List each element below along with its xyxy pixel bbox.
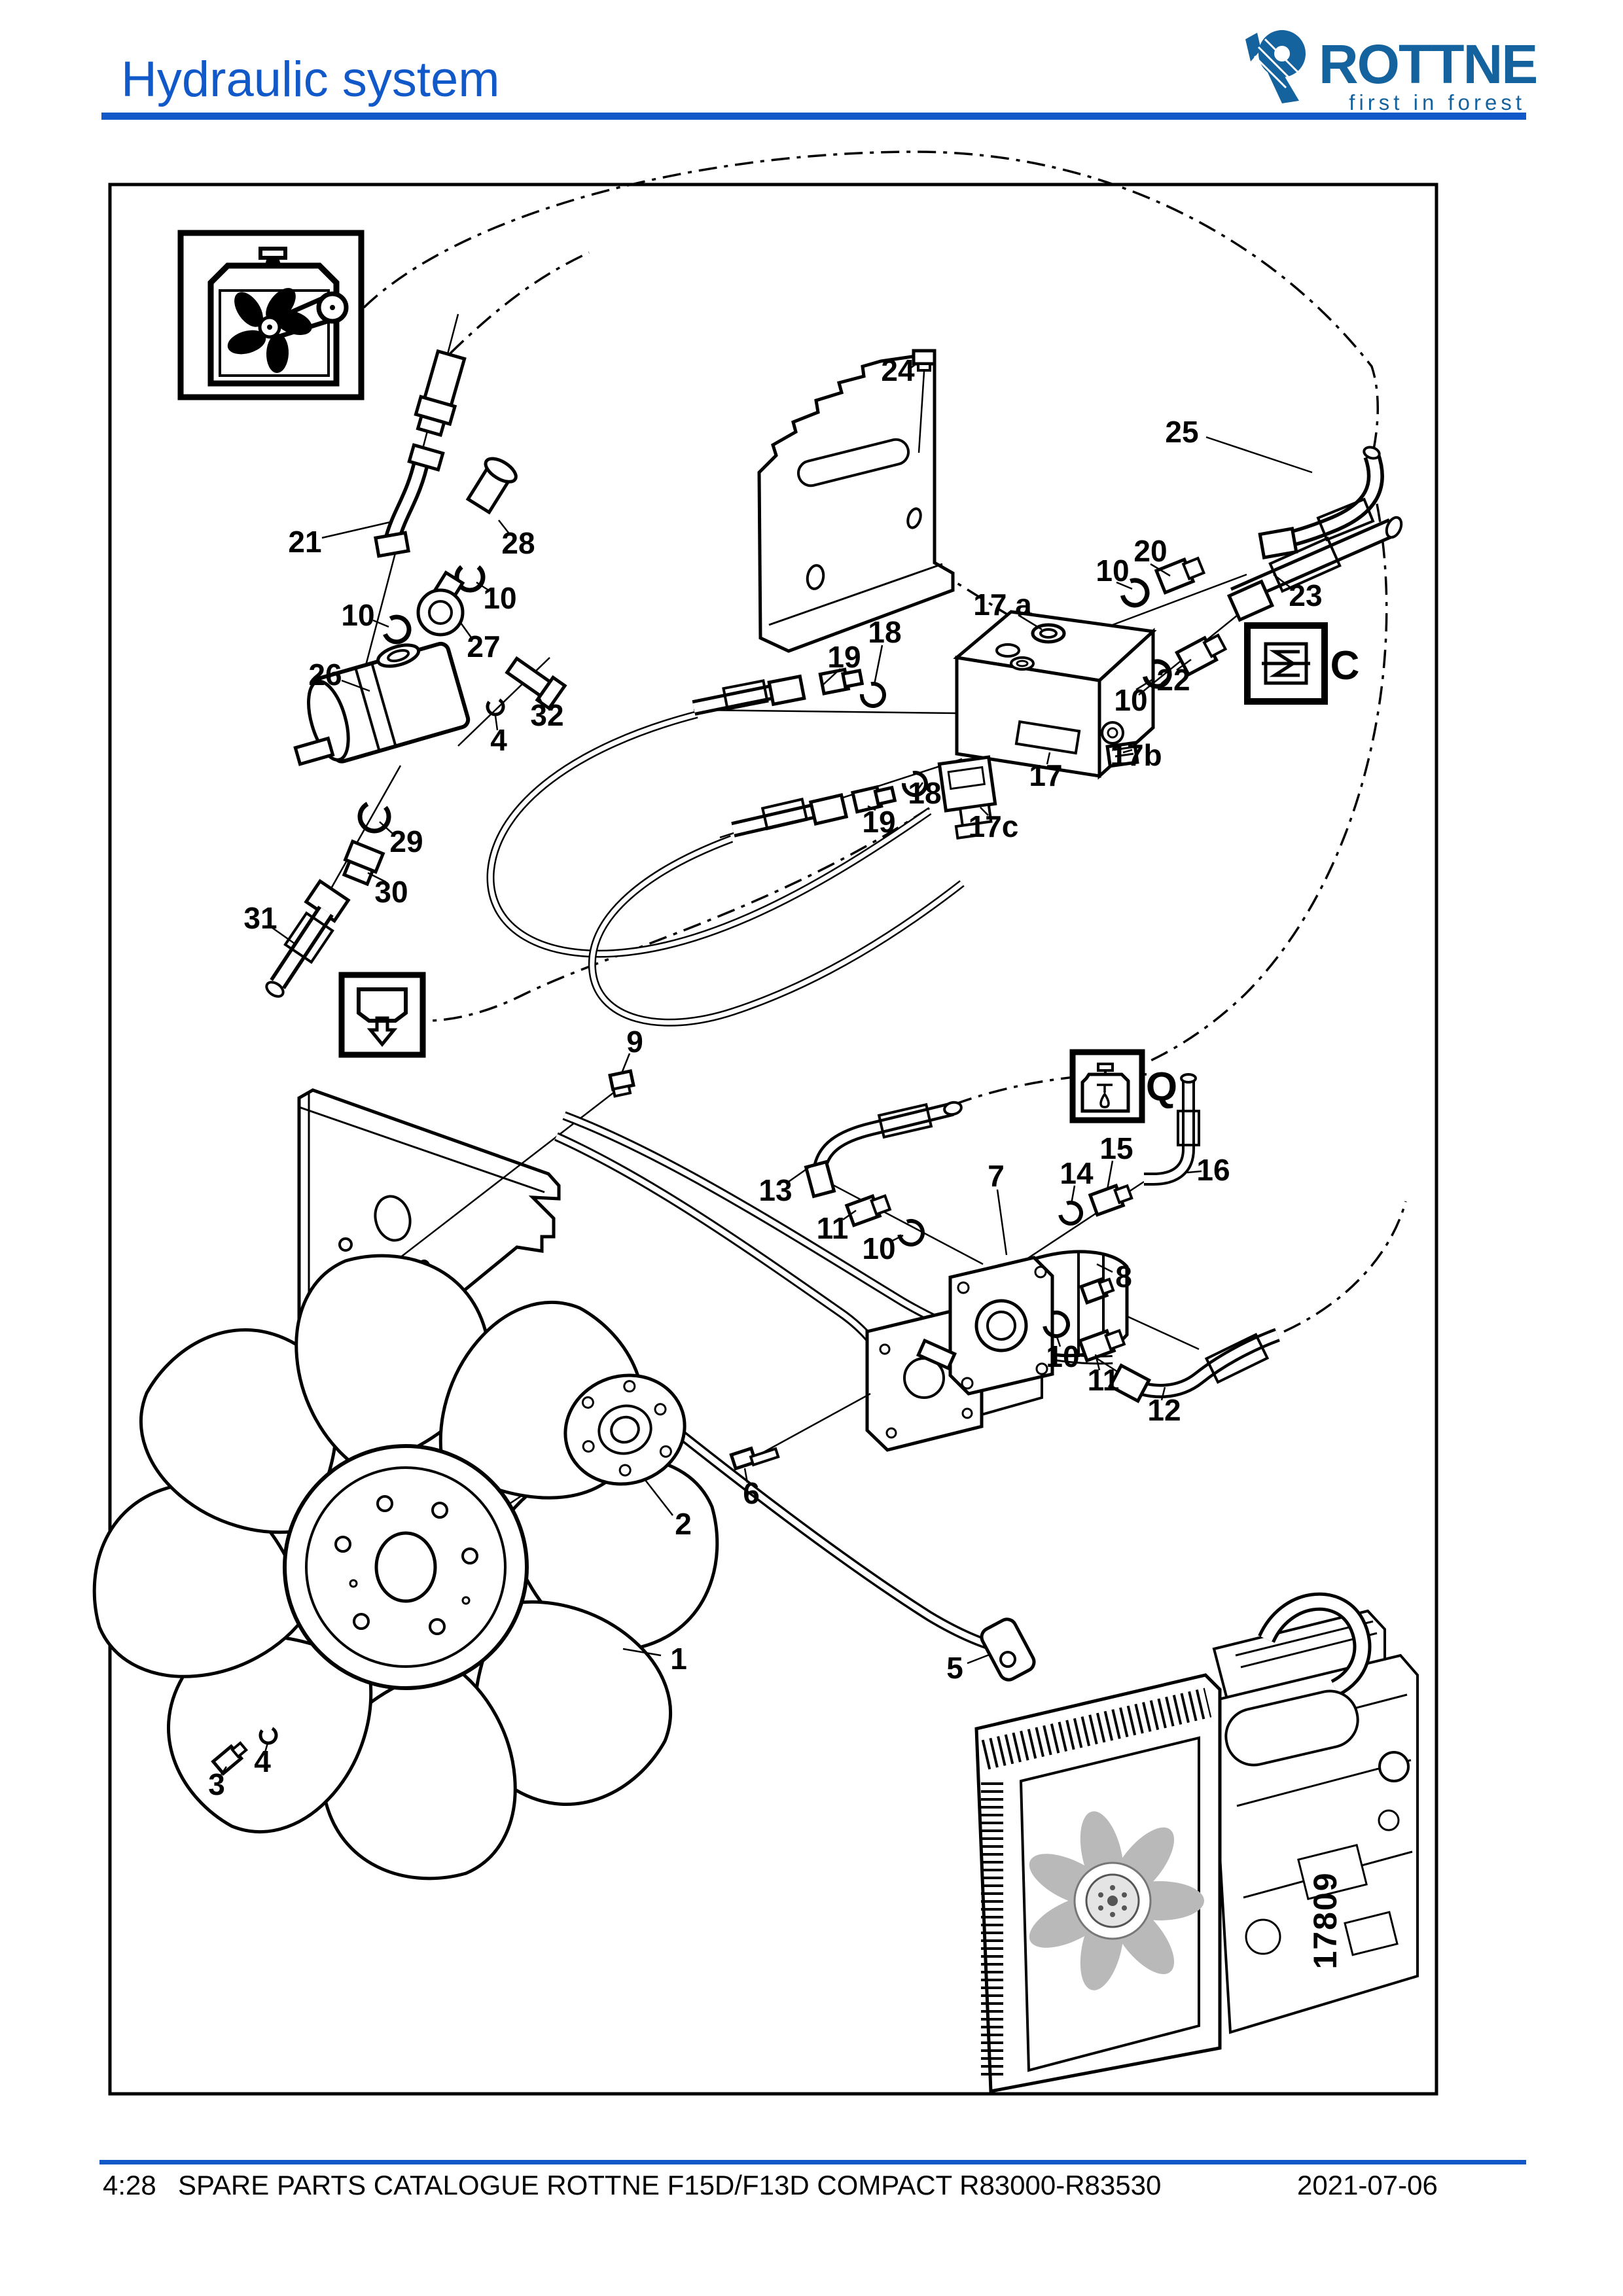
engine-illustration: 17809 — [974, 1592, 1419, 2093]
callout-12: 12 — [1147, 1393, 1181, 1427]
radiator-fan-belt-icon — [177, 230, 365, 400]
callout-21: 21 — [288, 525, 321, 559]
callout-25: 25 — [1165, 415, 1198, 449]
callout-31: 31 — [243, 901, 277, 935]
callout-8: 8 — [1115, 1260, 1132, 1294]
callout-1: 1 — [670, 1642, 687, 1676]
callout-28: 28 — [501, 526, 535, 560]
cooler-hose-group — [1112, 446, 1403, 696]
pump-7-group — [804, 1073, 1280, 1404]
callout-17b: 17b — [1110, 738, 1162, 772]
callout-6: 6 — [743, 1476, 760, 1510]
callout-18a: 18 — [868, 615, 901, 649]
callout-10e: 10 — [862, 1231, 895, 1265]
callout-27: 27 — [467, 629, 500, 663]
footer-rule — [99, 2160, 1526, 2164]
callout-9: 9 — [626, 1025, 643, 1059]
callout-14: 14 — [1060, 1156, 1094, 1190]
callout-2: 2 — [675, 1507, 692, 1541]
tank-return-icon — [338, 972, 426, 1058]
footer-page-number: 4:28 — [103, 2170, 156, 2200]
callout-19b: 19 — [862, 805, 895, 839]
pump-26-group — [265, 313, 567, 998]
callout-20: 20 — [1133, 534, 1167, 568]
callout-19a: 19 — [827, 640, 861, 674]
engine-fan — [1029, 1811, 1204, 1990]
cooler-symbol-icon — [1244, 622, 1328, 705]
callout-22: 22 — [1156, 663, 1190, 697]
fan-1-group — [92, 1254, 719, 1881]
callout-15: 15 — [1099, 1131, 1133, 1165]
rottne-logo-mark-icon — [1245, 30, 1306, 103]
page-title: Hydraulic system — [121, 52, 500, 107]
callout-13: 13 — [758, 1173, 792, 1207]
callout-17: 17 — [1029, 758, 1062, 792]
bracket-24-group — [757, 349, 955, 653]
callout-30: 30 — [374, 875, 408, 909]
callout-10c: 10 — [341, 598, 374, 632]
callout-23: 23 — [1289, 578, 1322, 612]
callout-16: 16 — [1196, 1153, 1230, 1187]
ref-letter-Q: Q — [1146, 1065, 1177, 1110]
callout-10f: 10 — [1046, 1339, 1079, 1373]
callout-17a: 17 a — [973, 588, 1032, 622]
callout-29: 29 — [389, 824, 423, 858]
figure-number: 17809 — [1307, 1871, 1344, 1969]
footer-catalog-title: SPARE PARTS CATALOGUE ROTTNE F15D/F13D C… — [178, 2170, 1162, 2200]
bolt-6 — [729, 1392, 871, 1471]
callout-10b: 10 — [1096, 554, 1129, 588]
logo-wordmark: ROTTNE — [1319, 33, 1538, 95]
callout-10a: 10 — [483, 581, 516, 615]
callout-3: 3 — [208, 1767, 225, 1801]
callout-24: 24 — [881, 353, 915, 387]
callout-5: 5 — [946, 1651, 963, 1685]
part-callouts: 24 25 21 28 10 20 10 23 17 a 10 27 18 19… — [208, 353, 1359, 1801]
leader-lines — [220, 363, 1313, 1775]
callout-17c: 17c — [969, 809, 1019, 843]
rottne-logo: ROTTNE first in forest — [1239, 27, 1538, 115]
footer-date: 2021-07-06 — [1297, 2170, 1438, 2200]
valve-block-17-group — [692, 610, 1157, 840]
oil-reservoir-icon — [1069, 1049, 1145, 1123]
callout-11a: 11 — [817, 1211, 849, 1245]
callout-32: 32 — [530, 698, 563, 732]
callout-4b: 4 — [254, 1744, 271, 1778]
hose-loops — [486, 711, 965, 1027]
ref-letter-C: C — [1330, 643, 1360, 688]
logo-tagline: first in forest — [1349, 90, 1525, 115]
callout-11b: 11 — [1088, 1363, 1120, 1397]
callout-7: 7 — [988, 1159, 1005, 1193]
callout-10d: 10 — [1114, 683, 1147, 717]
callout-26: 26 — [308, 658, 342, 692]
callout-4a: 4 — [490, 723, 507, 757]
callout-18b: 18 — [908, 776, 941, 810]
header-rule — [101, 113, 1526, 120]
